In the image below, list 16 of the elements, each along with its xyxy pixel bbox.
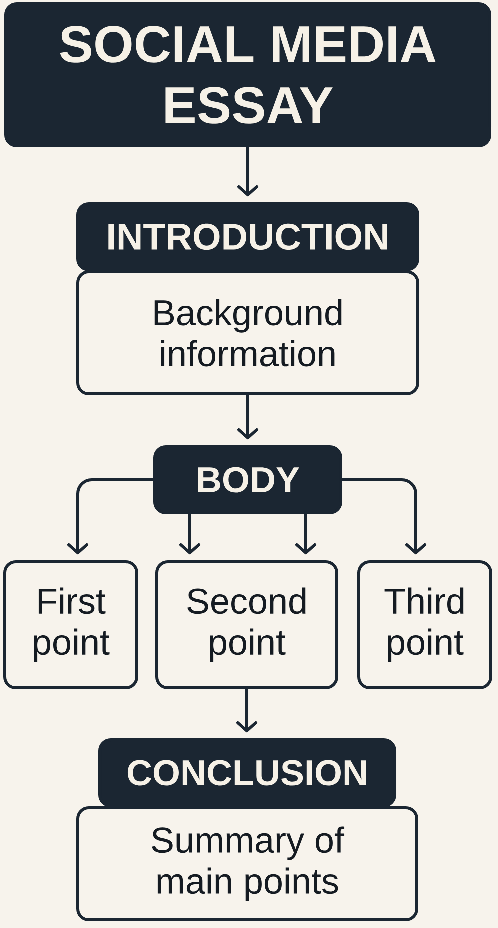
section-heading-box: INTRODUCTION (76, 202, 420, 272)
arrow (236, 688, 258, 732)
content-box: Third point (358, 560, 492, 690)
section-heading-box: BODY (154, 446, 342, 514)
content-box: Background information (76, 270, 420, 396)
section-heading-box: CONCLUSION (98, 738, 396, 808)
arrow (68, 478, 155, 554)
content-box: Second point (156, 560, 338, 690)
content-box: Summary of main points (76, 806, 418, 922)
arrow (238, 146, 258, 196)
arrow (296, 513, 316, 554)
arrow (238, 394, 258, 440)
arrow (341, 478, 426, 554)
arrow (180, 513, 200, 554)
title-box: SOCIAL MEDIA ESSAY (4, 2, 492, 148)
content-box: First point (4, 560, 138, 690)
